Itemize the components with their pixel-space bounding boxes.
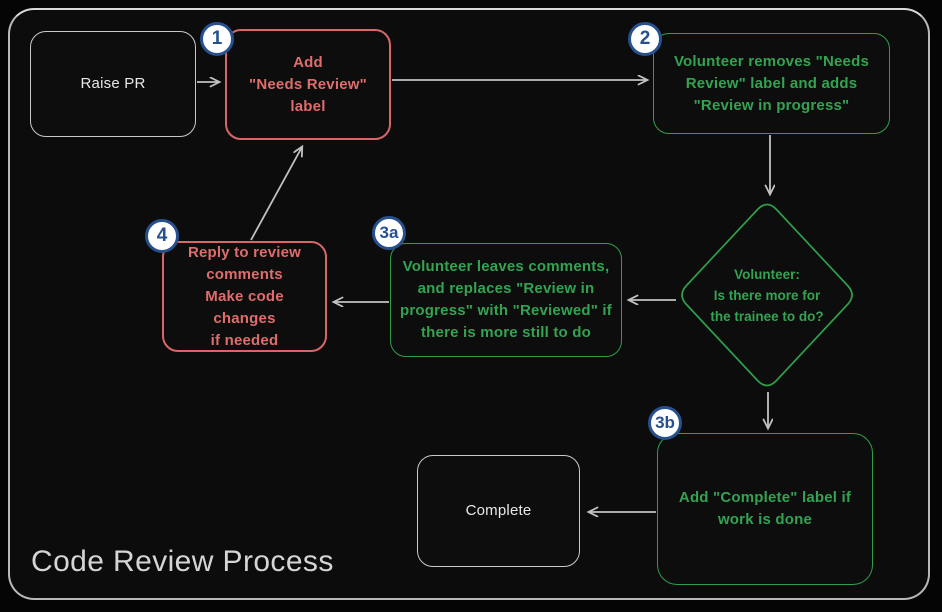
node-reply-to-comments: Reply to review comments Make code chang… [162,241,327,352]
node-reply-to-comments-text: Reply to review comments Make code chang… [187,243,302,349]
step-badge-3a: 3a [372,216,406,250]
step-badge-2: 2 [628,22,662,56]
node-complete: Complete [417,455,580,567]
step-badge-3b: 3b [648,406,682,440]
node-volunteer-removes-text: Volunteer removes "Needs Review" label a… [673,52,870,114]
node-add-complete-text: Add "Complete" label if work is done [678,489,852,528]
node-complete-label: Complete [465,502,532,519]
page-title: Code Review Process [31,545,334,578]
step-badge-4: 4 [145,219,179,253]
node-add-needs-review-text: Add "Needs Review" label [249,53,367,115]
node-raise-pr-label: Raise PR [80,75,146,92]
node-decision-text: Volunteer: Is there more for the trainee… [710,266,824,324]
node-volunteer-leaves-comments-text: Volunteer leaves comments, and replaces … [400,258,612,341]
node-volunteer-removes-label: Volunteer removes "Needs Review" label a… [653,33,890,134]
node-add-needs-review-label: Add "Needs Review" label [225,29,391,140]
node-raise-pr: Raise PR [30,31,196,137]
node-add-complete-label: Add "Complete" label if work is done [657,433,873,585]
node-volunteer-leaves-comments: Volunteer leaves comments, and replaces … [390,243,622,357]
step-badge-1: 1 [200,22,234,56]
